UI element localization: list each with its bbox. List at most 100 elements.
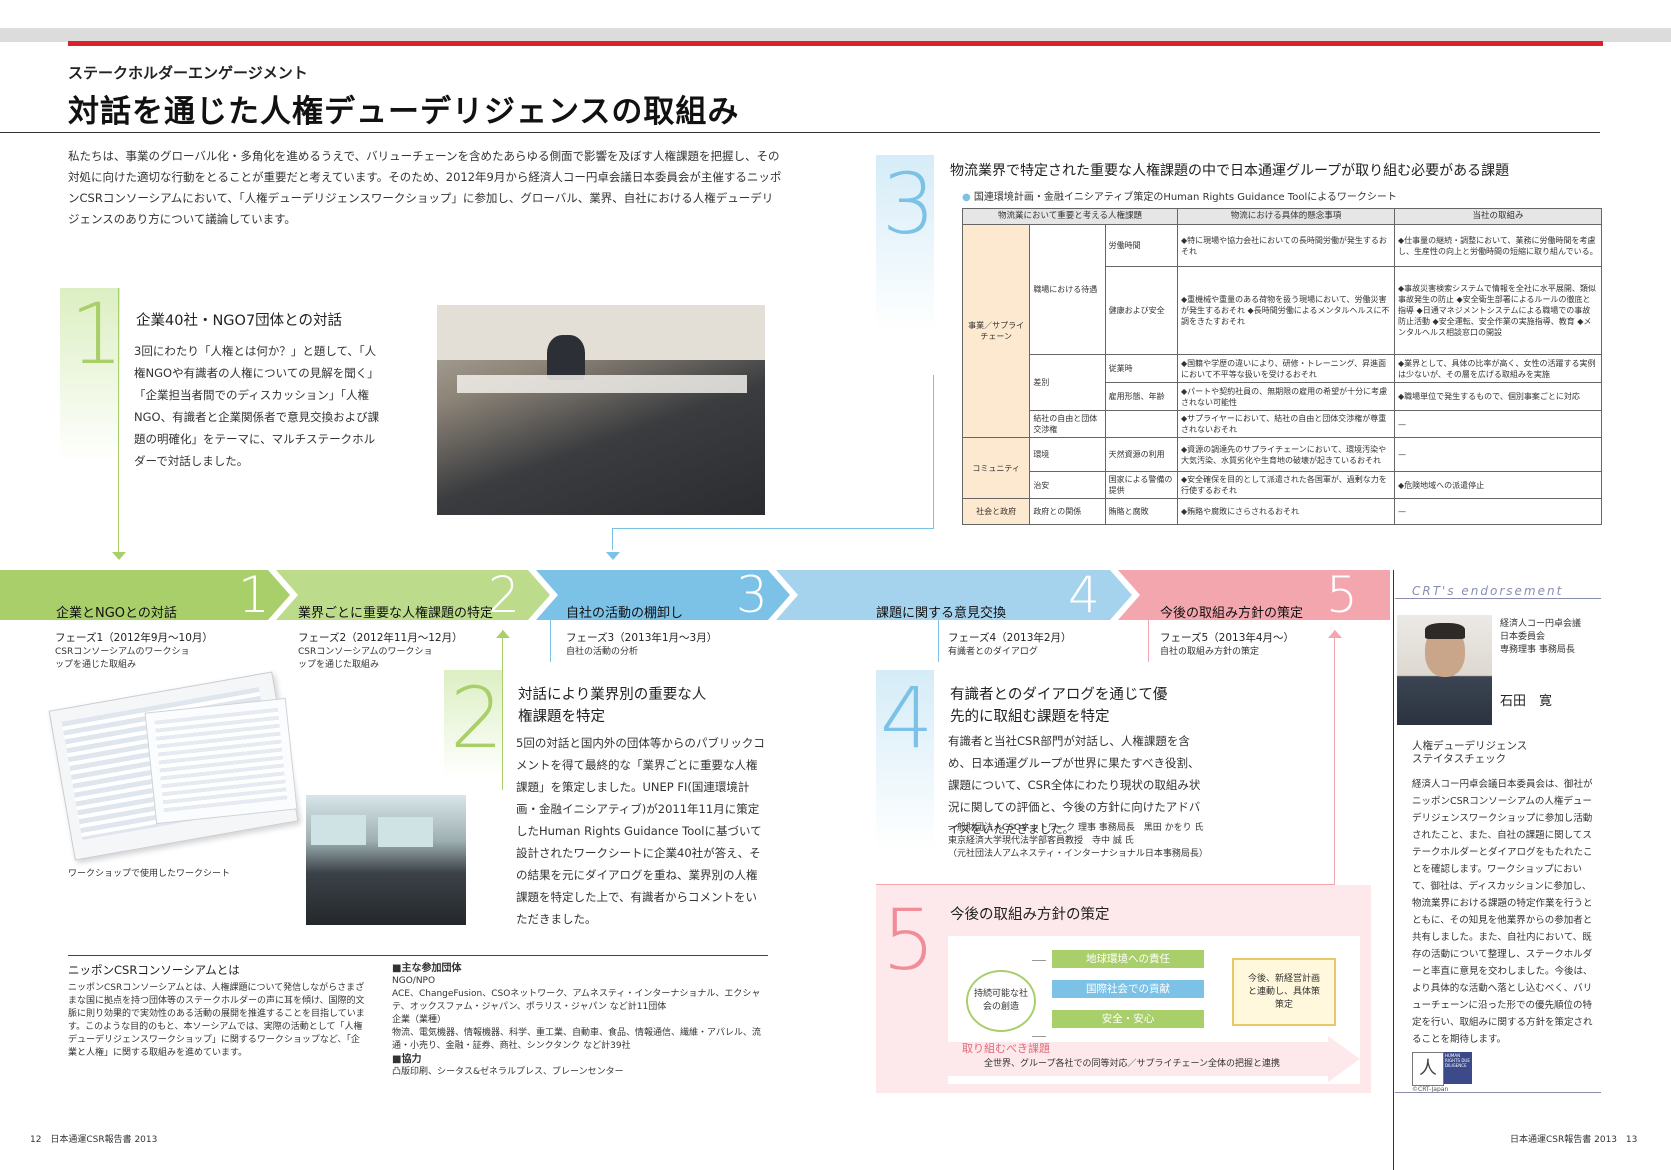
phase3-desc: フェーズ3（2013年1月〜3月） 自社の活動の分析 [566, 630, 776, 659]
group-cell: コミュニティ [961, 437, 1031, 499]
endorser-org-2: 日本委員会 [1500, 632, 1546, 642]
phase5-period: フェーズ5（2013年4月〜） [1160, 632, 1295, 644]
section2-number: 2 [450, 669, 504, 767]
footer-left-text: 日本通運CSR報告書 2013 [50, 1135, 158, 1145]
table-row: 治安 国家による警備の提供 ◆安全確保を目的として派遣された各国軍が、過剰な力を… [963, 471, 1602, 499]
phase4-tick [938, 620, 939, 662]
col-header-issue: 物流業において重要と考える人権課題 [962, 208, 1178, 225]
title-rule [0, 132, 1600, 133]
action-cell: — [1394, 410, 1602, 438]
phase3-period: フェーズ3（2013年1月〜3月） [566, 632, 718, 644]
section3-number: 3 [882, 155, 936, 253]
section5-connector-v [1334, 630, 1335, 885]
section4-blue-bar [876, 670, 934, 860]
table-row: 社会と政府 政府との関係 賄賂と腐敗 ◆賄賂や腐敗にさらされるおそれ — [961, 498, 1602, 525]
flow-arrow-text: 全世界、グループ各社での同等対応／サプライチェーン全体の把握と連携 [984, 1059, 1281, 1069]
company-title: 企業（業種） [392, 1015, 447, 1025]
endorsement-subtitle-2: ステイタスチェック [1412, 753, 1507, 765]
endorsement-heading: CRT's endorsement [1412, 584, 1564, 598]
section2-body: 5回の対話と国内外の団体等からのパブリックコメントを得て最終的な「業界ごとに重要… [516, 736, 765, 926]
top-gray-band [0, 28, 1671, 42]
sub-cell: 天然資源の利用 [1104, 437, 1179, 472]
flow-core: 持続可能な社会の創造 [966, 970, 1036, 1032]
action-cell: — [1394, 437, 1602, 472]
section-kicker: ステークホルダーエンゲージメント [68, 64, 308, 82]
table-row: コミュニティ 環境 天然資源の利用 ◆資源の調達先のサプライチェーンにおいて、環… [961, 437, 1602, 499]
category-cell: 環境 [1029, 437, 1106, 472]
phase5-chevron [1118, 570, 1390, 620]
sub-cell: 雇用形態、年齢 [1104, 382, 1179, 411]
endorsement-subtitle: 人権デューデリジェンス ステイタスチェック [1412, 740, 1527, 766]
section2-heading: 対話により業界別の重要な人権課題を特定 [518, 687, 707, 725]
sub-cell: 国家による警備の提供 [1104, 471, 1179, 499]
section4-number: 4 [880, 669, 934, 767]
intro-paragraph: 私たちは、事業のグローバル化・多角化を進めるうえで、バリューチェーンを含めたあら… [68, 149, 782, 226]
section1-body: 3回にわたり「人権とは何か？」と題して、「人権NGOや有識者の人権についての見解… [134, 344, 380, 468]
phase4-period: フェーズ4（2013年2月） [948, 632, 1072, 644]
dialogue-person-1: 一般財団法人CSOネットワーク 理事 事務局長 黒田 かをり 氏 [948, 823, 1204, 833]
ngo-title: NGO/NPO [392, 976, 436, 986]
dialogue-person-2: 東京経済大学現代法学部客員教授 寺中 誠 氏 [948, 836, 1134, 846]
group-cell: 事業／サプライチェーン [961, 224, 1031, 438]
consortium-title: ニッポンCSRコンソーシアムとは [68, 963, 240, 977]
footer-left: 12 日本通運CSR報告書 2013 [30, 1134, 157, 1147]
sub-cell: 健康および安全 [1104, 266, 1179, 355]
consortium-body: ニッポンCSRコンソーシアムとは、人権課題について発信しながらさまざまな国に拠点… [68, 983, 365, 1058]
flow-result-box: 今後、新経営計画と連動し、具体策策定 [1232, 958, 1336, 1026]
action-cell: ◆仕事量の継続・調整において、業務に労働時間を考慮し、生産性の向上と労働時間の短… [1394, 224, 1602, 267]
phase5-number: 5 [1326, 566, 1358, 624]
category-cell: 政府との関係 [1029, 498, 1106, 525]
endorsement-subtitle-1: 人権デューデリジェンス [1412, 740, 1528, 752]
phase3-detail: 自社の活動の分析 [566, 647, 639, 657]
endorser-name: 石田 寛 [1500, 694, 1553, 709]
group-cell: 社会と政府 [961, 498, 1031, 525]
sub-cell: 従業時 [1104, 354, 1179, 383]
phase3-label: 自社の活動の棚卸し [566, 606, 684, 621]
phase2-desc: フェーズ2（2012年11月〜12月） CSRコンソーシアムのワークショップを通… [298, 630, 508, 672]
endorser-org: 経済人コー円卓会議 日本委員会 専務理事 事務局長 [1500, 618, 1600, 657]
phase1-chevron [0, 570, 290, 620]
dialogue-person-3: （元社団法人アムネスティ・インターナショナル日本事務局長） [948, 849, 1208, 859]
table-row: 事業／サプライチェーン 職場における待遇 労働時間 ◆特に現場や協力会社において… [961, 224, 1602, 438]
phase1-number: 1 [238, 566, 270, 624]
phase4-desc: フェーズ4（2013年2月） 有識者とのダイアログ [948, 630, 1158, 659]
section1-arrowhead [112, 552, 126, 560]
section2-green-bar [444, 670, 502, 790]
concern-cell: ◆重機械や重量のある荷物を扱う現場において、労働災害が発生するおそれ ◆長時間労… [1177, 266, 1395, 355]
section1-line [118, 288, 119, 556]
section1-number: 1 [70, 285, 124, 383]
coop-title: ■協力 [392, 1054, 422, 1065]
meeting-photo-1 [437, 305, 765, 515]
flow-item-global: 国際社会での貢献 [1052, 980, 1204, 998]
section5-heading: 今後の取組み方針の策定 [950, 907, 1110, 923]
section4-body: 有識者と当社CSR部門が対話し、人権課題を含め、日本通運グループが世界に果たすべ… [948, 734, 1201, 836]
section5-number: 5 [882, 891, 936, 989]
endorsement-rule [1395, 598, 1601, 599]
phase4-chevron [776, 570, 1132, 620]
phase2-chevron [276, 570, 550, 620]
worksheet-caption: ワークショップで使用したワークシート [68, 869, 231, 879]
concern-cell: ◆安全確保を目的として派遣された各国軍が、過剰な力を行使するおそれ [1177, 471, 1395, 499]
sub-cell [1104, 410, 1179, 438]
phase1-desc: フェーズ1（2012年9月〜10月） CSRコンソーシアムのワークショップを通じ… [55, 630, 265, 672]
phase4-detail: 有識者とのダイアログ [948, 647, 1038, 657]
ngo-list: ACE、ChangeFusion、CSOネットワーク、アムネスティ・インターナシ… [392, 989, 761, 1012]
section1-green-bar [60, 288, 120, 538]
section4-people: 一般財団法人CSOネットワーク 理事 事務局長 黒田 かをり 氏 東京経済大学現… [948, 822, 1278, 861]
phase-arrow-strip [0, 570, 1390, 620]
endorsement-bottom-rule [1395, 1092, 1601, 1093]
worksheet-image-2 [144, 697, 298, 825]
company-list: 物流、電気機器、情報機器、科学、重工業、自動車、食品、情報通信、繊維・アパレル、… [392, 1028, 761, 1051]
section4-heading: 有識者とのダイアログを通じて優先的に取組む課題を特定 [950, 687, 1168, 725]
concern-cell: ◆サプライヤーにおいて、結社の自由と団体交渉権が尊重されないおそれ [1177, 410, 1395, 438]
participants-title: ■主な参加団体 [392, 963, 462, 974]
flow-big-arrow [948, 1036, 1360, 1082]
phase3-tick [550, 620, 551, 662]
concern-cell: ◆国籍や学歴の違いにより、研修・トレーニング、昇進面において不平等な扱いを受ける… [1177, 354, 1395, 383]
hrdd-logo-icon: 人 [1412, 1052, 1444, 1086]
phase4-label: 課題に関する意見交換 [876, 606, 1007, 621]
section2-arrowhead [496, 630, 510, 638]
endorser-role: 専務理事 事務局長 [1500, 645, 1575, 655]
endorsement-body: 経済人コー円卓会議日本委員会は、御社がニッポンCSRコンソーシアムの人権デューデ… [1412, 779, 1593, 1045]
section3-heading: 物流業界で特定された重要な人権課題の中で日本通運グループが取り組む必要がある課題 [950, 163, 1510, 179]
